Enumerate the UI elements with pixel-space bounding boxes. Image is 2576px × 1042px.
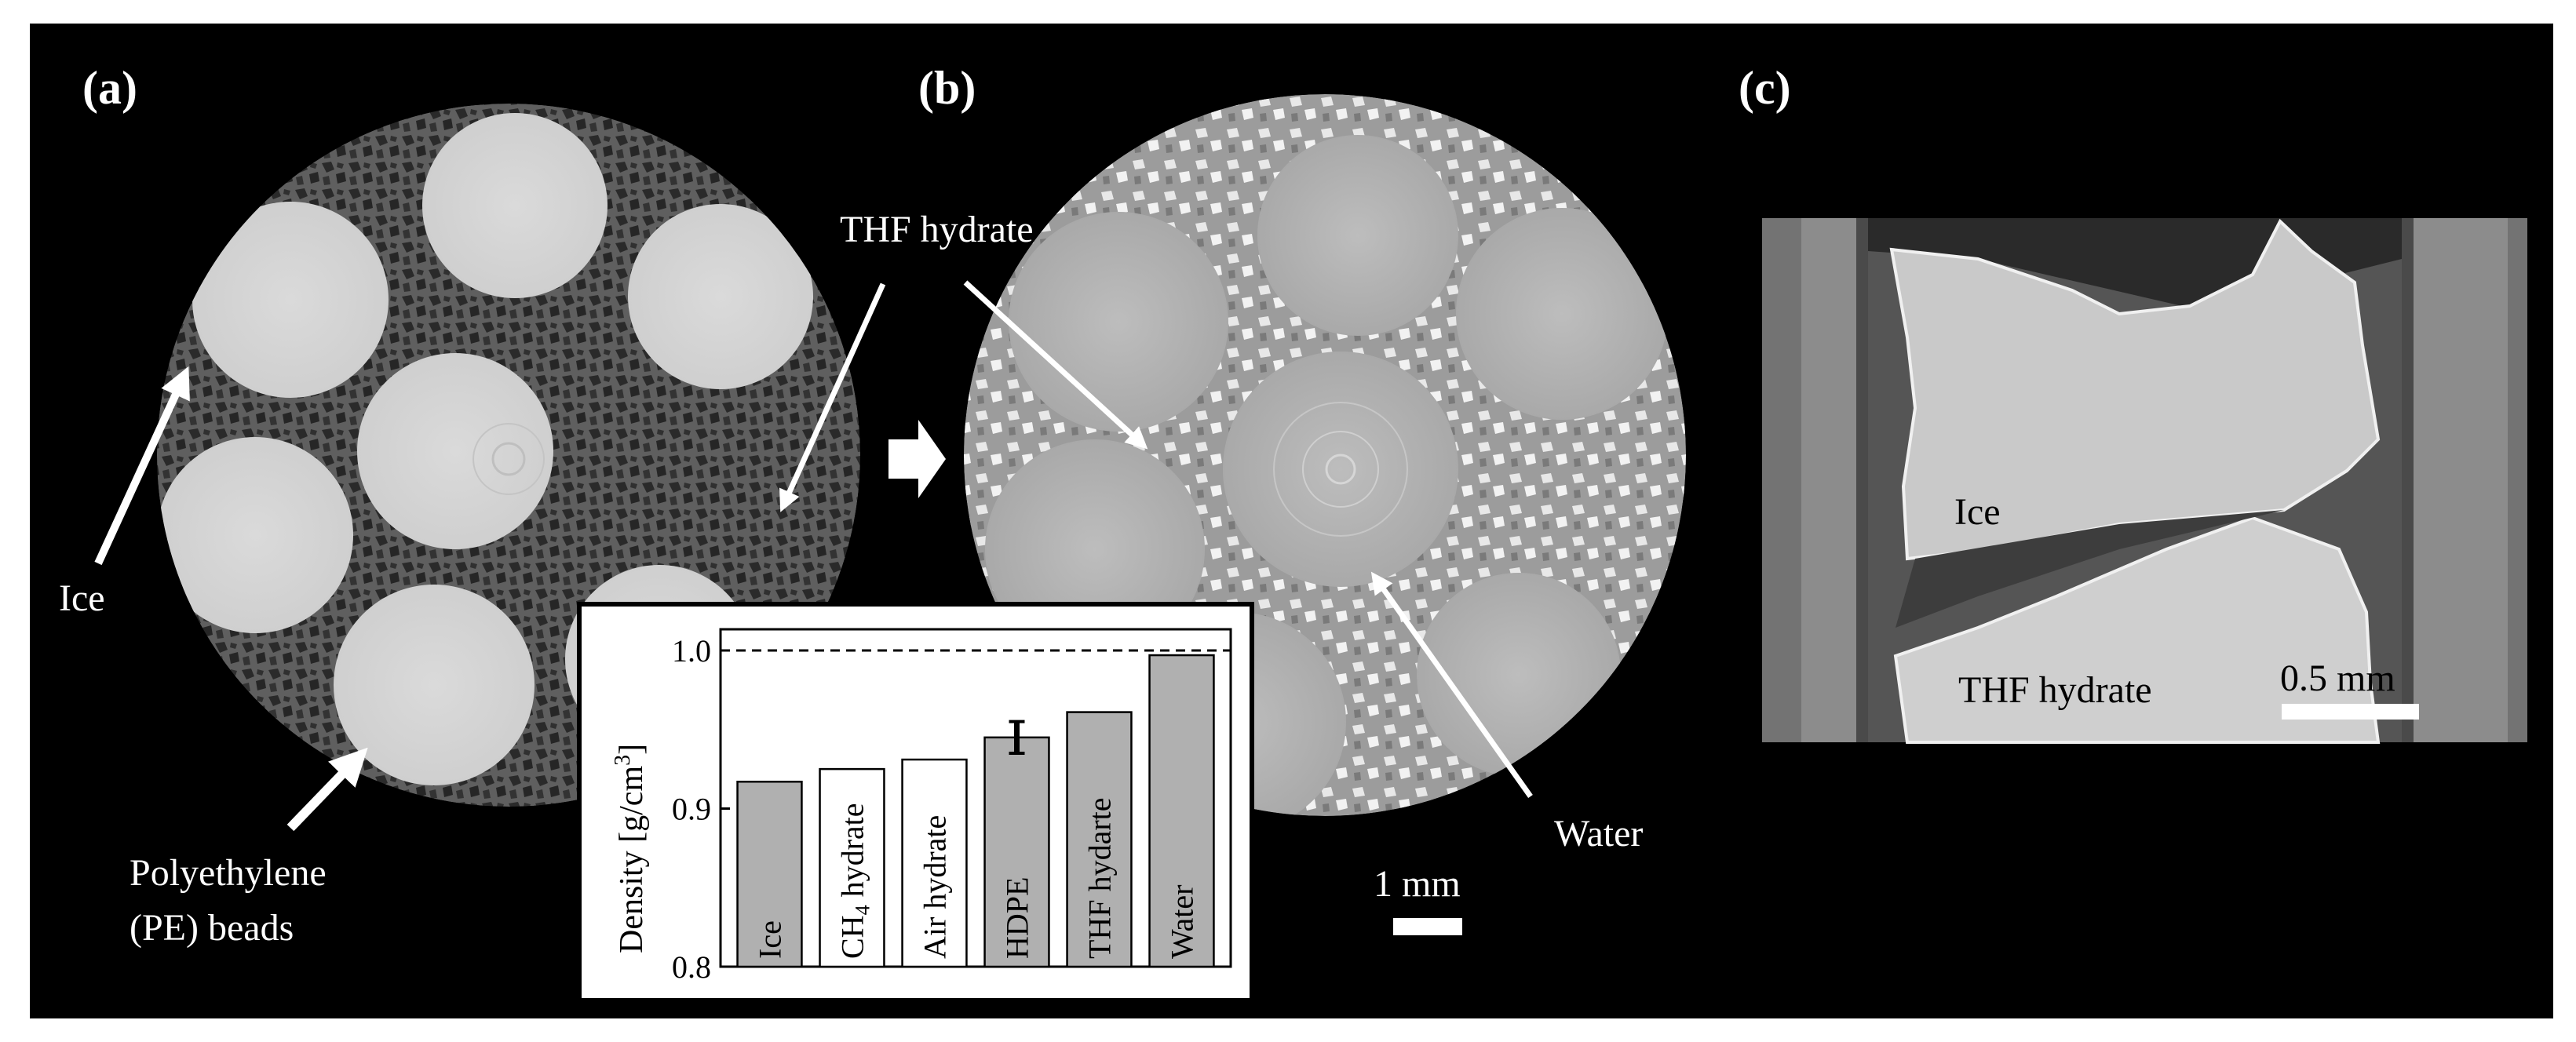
y-tick-label: 0.9 xyxy=(672,792,711,827)
bar-water xyxy=(1148,654,1215,968)
ice-label-a: Ice xyxy=(59,577,105,619)
category-label: THF hydarte xyxy=(1082,797,1118,959)
scale-bar-label-c: 0.5 mm xyxy=(2280,658,2395,699)
thf-label-c: THF hydrate xyxy=(1958,669,2152,711)
y-axis-label: Density [g/cm3] xyxy=(611,744,650,953)
bar-thf-hydarte xyxy=(1066,711,1133,968)
transition-arrow-icon xyxy=(888,420,946,498)
panel-b-label: (b) xyxy=(918,62,976,114)
panel-a: (a) Ice Polyethylene (PE) beads xyxy=(59,62,886,949)
scale-bar-label-b: 1 mm xyxy=(1374,863,1461,905)
thf-label-b: THF hydrate xyxy=(840,209,1034,250)
panel-c: (c) Ice THF hydrate 0.5 mm xyxy=(1739,62,2527,744)
category-labels: Ice CH4 hydrate Air hydrate HDPE THF hydarte… xyxy=(753,797,1200,959)
ice-particle xyxy=(157,437,353,633)
panel-a-label: (a) xyxy=(82,62,137,114)
ice-particle xyxy=(192,202,389,398)
category-label: HDPE xyxy=(1000,877,1035,959)
panel-c-label: (c) xyxy=(1739,62,1791,114)
pe-label-line2: (PE) beads xyxy=(130,907,294,949)
bar-ice xyxy=(736,780,803,968)
scale-bar-c xyxy=(2282,704,2419,720)
thf-arrow-a xyxy=(779,282,886,512)
category-label: CH4 hydrate xyxy=(835,803,874,959)
ice-arrow xyxy=(94,366,190,566)
pe-arrow xyxy=(286,747,368,832)
ct-slice-a xyxy=(157,104,860,807)
water-arrow xyxy=(1370,571,1533,799)
bar-hdpe xyxy=(983,736,1050,968)
y-tick-label: 1.0 xyxy=(672,633,711,669)
ice-particle xyxy=(357,353,553,549)
thf-hydrate-crystal xyxy=(1893,516,2381,744)
y-ticks: 0.8 0.9 1.0 xyxy=(672,633,730,985)
chart-plot-frame xyxy=(719,628,1232,968)
error-bar xyxy=(1009,720,1025,755)
density-chart: 0.8 0.9 1.0 Ice CH4 hydrate Air hydrate HDPE T… xyxy=(577,602,1254,1003)
bar-group xyxy=(736,654,1215,968)
category-label: Water xyxy=(1165,885,1200,960)
water-label: Water xyxy=(1554,813,1643,854)
category-label: Air hydrate xyxy=(918,815,953,959)
ice-particle xyxy=(334,585,535,785)
ice-particle xyxy=(628,204,813,389)
ice-label-c: Ice xyxy=(1954,491,2001,533)
pe-label-line1: Polyethylene xyxy=(130,852,327,894)
category-label: Ice xyxy=(753,920,788,959)
scale-bar-b xyxy=(1393,918,1462,935)
y-tick-label: 0.8 xyxy=(672,949,711,985)
bar-air-hydrate xyxy=(901,758,968,968)
thf-arrow-b xyxy=(963,280,1148,450)
ice-particle xyxy=(422,113,608,298)
bar-ch4-hydrate xyxy=(819,767,885,968)
ice-crystal xyxy=(1889,218,2381,561)
